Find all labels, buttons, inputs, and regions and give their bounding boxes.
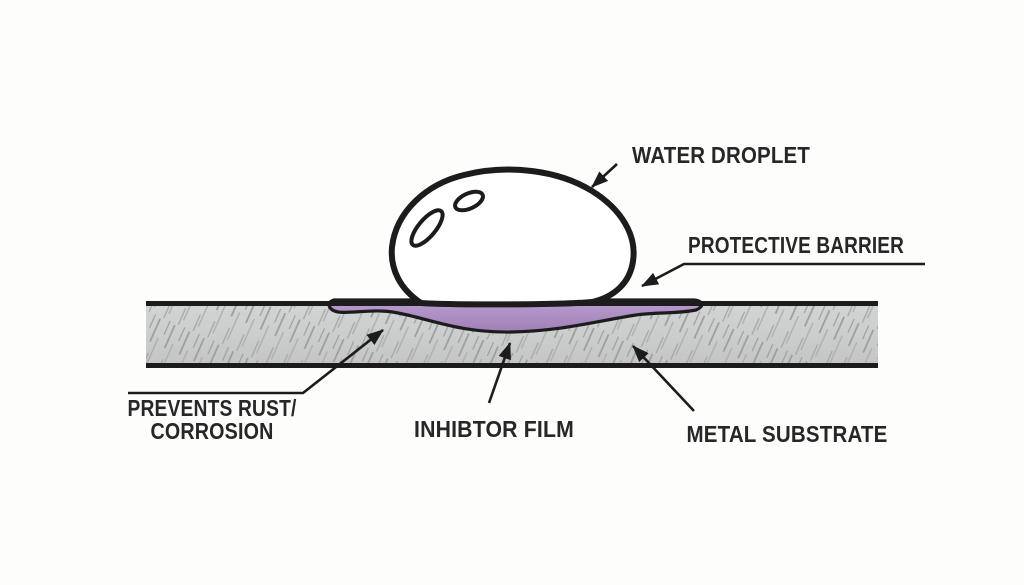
metal-substrate-label: METAL SUBSTRATE [687, 421, 888, 447]
protective-barrier-leader-arrow [641, 262, 925, 288]
water-droplet-shape [388, 166, 637, 308]
protective-barrier-label: PROTECTIVE BARRIER [688, 232, 904, 258]
prevents-rust-label-line2: CORROSION [151, 418, 274, 444]
prevents-rust-label-line1: PREVENTS RUST/ [128, 395, 297, 421]
water-droplet-label: WATER DROPLET [632, 142, 810, 168]
inhibitor-film-arrow [487, 342, 512, 404]
droplet-highlight-large [409, 208, 445, 248]
droplet-highlight-small [453, 189, 485, 213]
inhibitor-film-shape [327, 298, 704, 334]
inhibitor-film-label: INHIBTOR FILM [414, 416, 574, 442]
prevents-rust-leader-arrow [128, 328, 384, 395]
metal-substrate-arrow [632, 345, 695, 412]
water-droplet-arrow [591, 163, 618, 188]
